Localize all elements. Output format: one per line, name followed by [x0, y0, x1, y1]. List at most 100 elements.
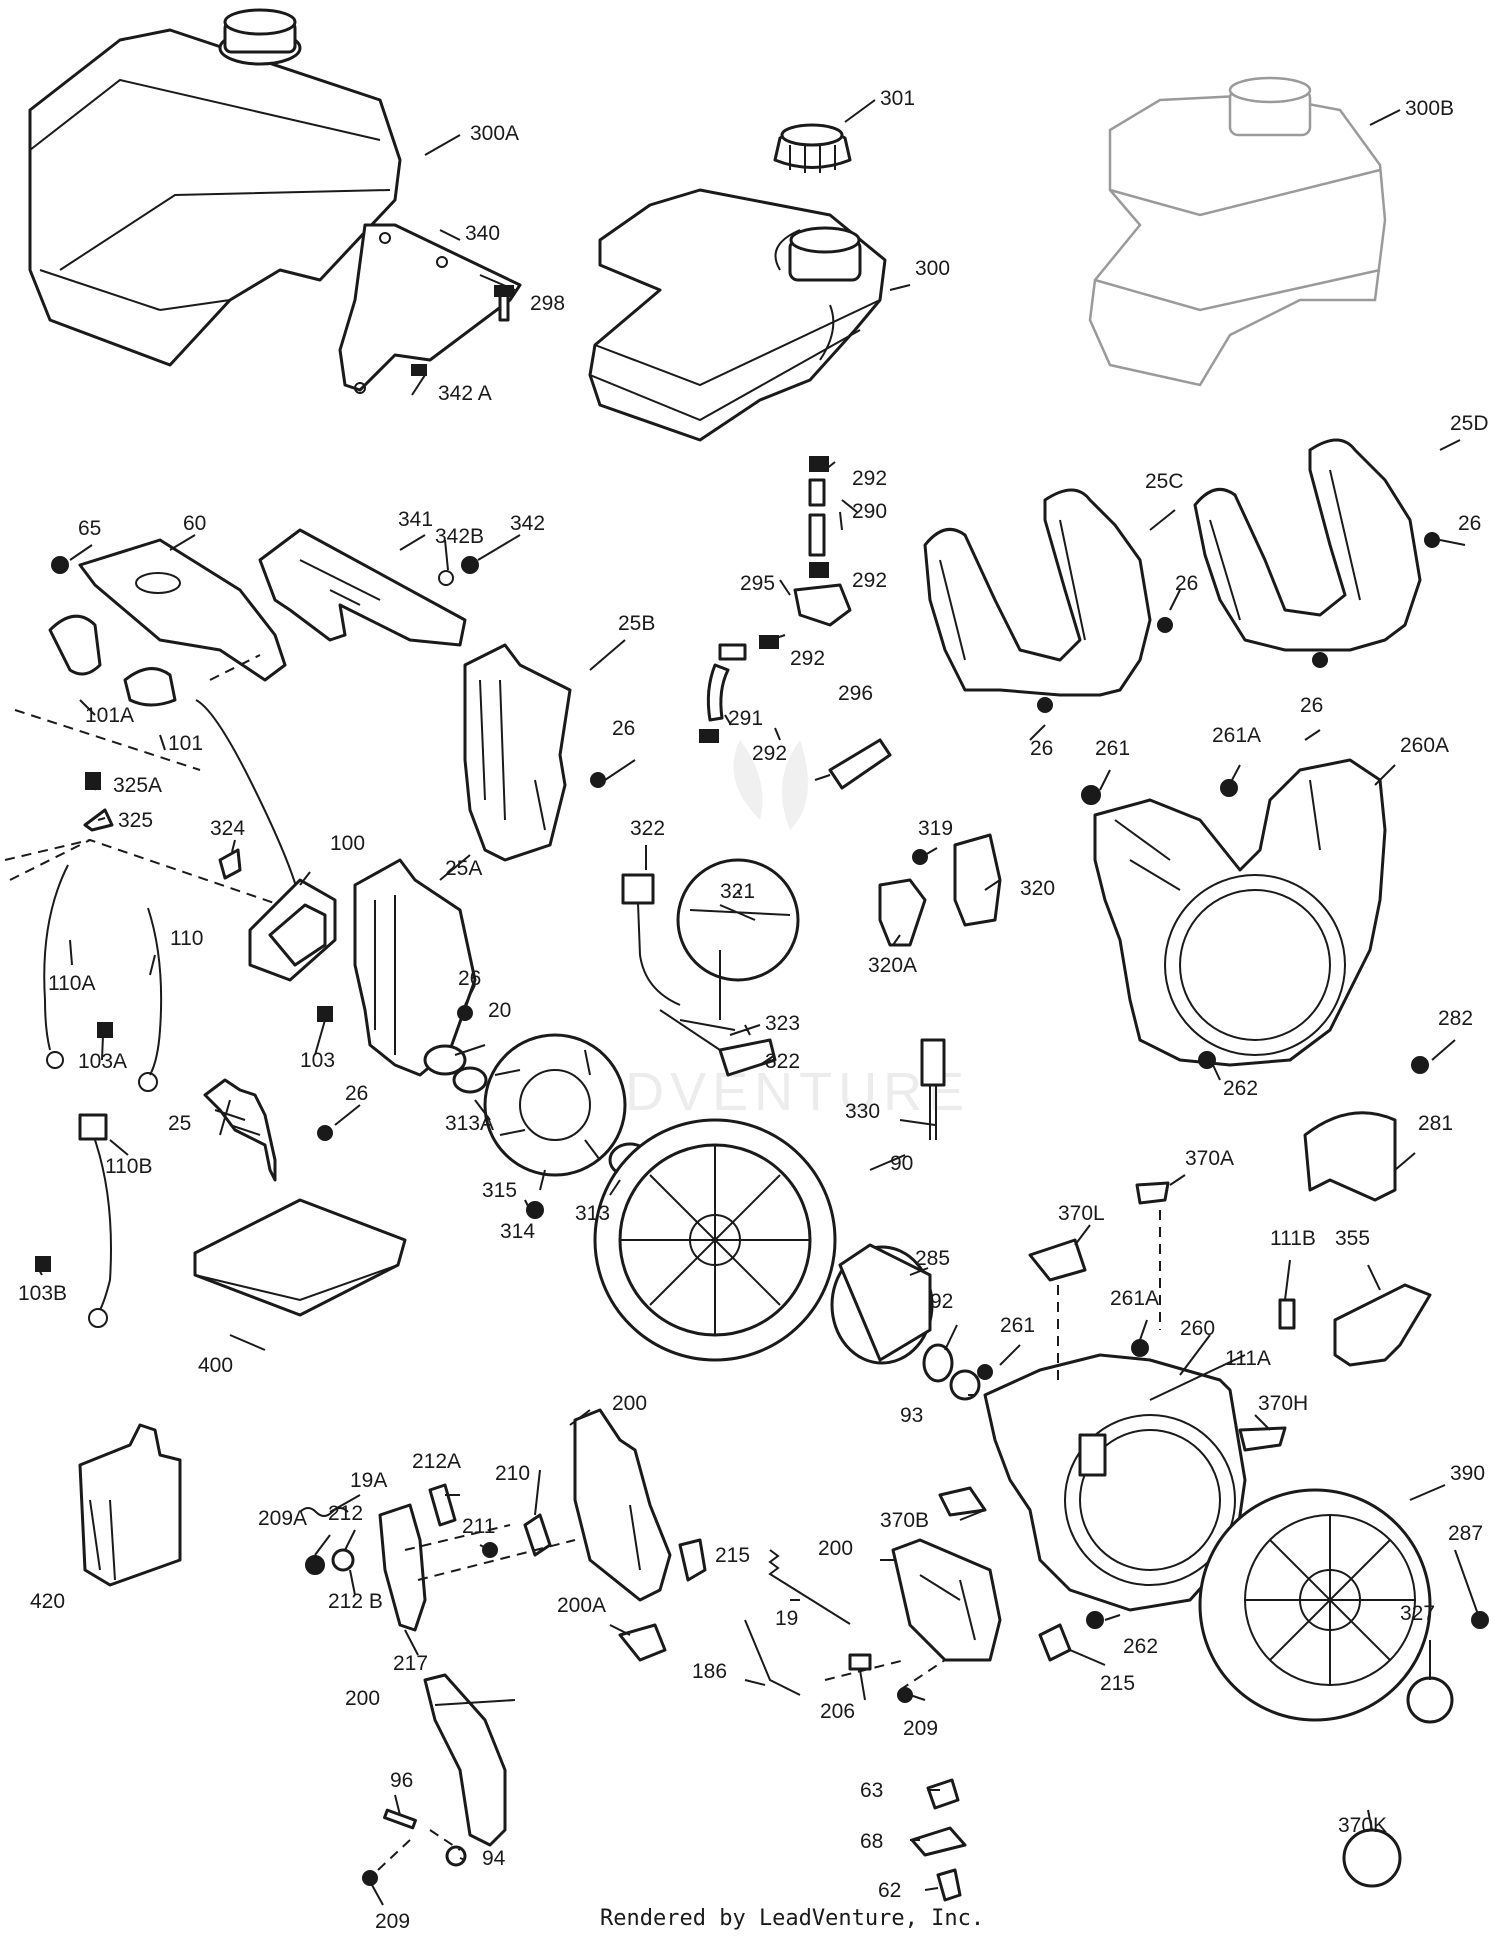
label-103b: 103B — [18, 1282, 67, 1305]
label-296: 296 — [838, 682, 873, 705]
bolt-342 — [461, 556, 479, 574]
shroud-25c — [923, 488, 1152, 697]
label-330: 330 — [845, 1100, 880, 1123]
sensor-330 — [920, 1038, 946, 1140]
label-211: 211 — [462, 1515, 495, 1538]
bolt-261a-2 — [1131, 1339, 1149, 1357]
label-261: 261 — [1095, 737, 1130, 760]
label-370b: 370B — [880, 1509, 929, 1532]
label-25c: 25C — [1145, 470, 1184, 493]
bolt-319 — [912, 849, 928, 865]
oil-bottle-420 — [78, 1423, 182, 1587]
label-300b: 300B — [1405, 97, 1454, 120]
label-262-b: 262 — [1123, 1635, 1158, 1658]
bracket-60 — [78, 538, 287, 682]
label-313a: 313A — [445, 1112, 494, 1135]
label-292-b: 292 — [852, 569, 887, 592]
label-260: 260 — [1180, 1317, 1215, 1340]
link-215-b — [1038, 1623, 1072, 1662]
label-327: 327 — [1400, 1602, 1435, 1625]
label-342: 342 — [510, 512, 545, 535]
label-313: 313 — [575, 1202, 610, 1225]
screw-103b — [35, 1256, 51, 1272]
label-96: 96 — [390, 1769, 413, 1792]
label-209a: 209A — [258, 1507, 307, 1530]
lever-217 — [378, 1503, 427, 1632]
bracket-200a — [618, 1623, 667, 1662]
wire-110b — [78, 1113, 112, 1328]
boot-101a — [48, 614, 102, 676]
screw-26-e — [590, 772, 606, 788]
label-200-b: 200 — [818, 1537, 853, 1560]
lever-210 — [523, 1513, 552, 1557]
label-287: 287 — [1448, 1522, 1483, 1545]
fuel-tank-300 — [588, 188, 887, 442]
starter-cup-285 — [830, 1243, 934, 1365]
label-322-a: 322 — [630, 817, 665, 840]
label-200a: 200A — [557, 1594, 606, 1617]
label-370l — [1028, 1238, 1087, 1282]
label-292-c: 292 — [790, 647, 825, 670]
rod-186 — [744, 1619, 801, 1696]
label-260a: 260A — [1400, 734, 1449, 757]
label-370a: 370A — [1185, 1147, 1234, 1170]
connector-322-bottom — [659, 1009, 777, 1077]
part-68 — [910, 1826, 967, 1857]
label-101: 101 — [168, 732, 203, 755]
label-63: 63 — [860, 1779, 883, 1802]
label-20: 20 — [488, 999, 511, 1022]
washer-212 — [331, 1548, 355, 1572]
label-94: 94 — [482, 1847, 506, 1870]
screw-26-d — [1312, 652, 1328, 668]
label-295: 295 — [740, 572, 775, 595]
label-300: 300 — [915, 257, 950, 280]
label-103a: 103A — [78, 1050, 127, 1073]
label-200-c: 200 — [345, 1687, 380, 1710]
label-301: 301 — [880, 87, 915, 110]
label-110a: 110A — [48, 972, 96, 995]
flywheel-90 — [593, 1118, 837, 1362]
label-103: 103 — [300, 1049, 335, 1072]
label-60: 60 — [183, 512, 206, 535]
label-281: 281 — [1418, 1112, 1453, 1135]
gasket-370k — [1342, 1828, 1402, 1888]
label-111a: 111A — [1225, 1347, 1271, 1370]
part-labels: 300A 301 300B 340 298 300 342 A 25D 292 … — [18, 87, 1489, 1933]
nut-209a — [305, 1555, 325, 1575]
label-25d: 25D — [1450, 412, 1489, 435]
label-206: 206 — [820, 1700, 855, 1723]
leader-lines — [37, 99, 1481, 1906]
label-110b: 110B — [105, 1155, 153, 1178]
manual-400 — [193, 1198, 407, 1317]
label-209-a: 209 — [903, 1717, 938, 1740]
bolt-65 — [51, 556, 69, 574]
label-370h: 370H — [1258, 1392, 1308, 1415]
label-320: 320 — [1020, 877, 1055, 900]
label-291: 291 — [728, 707, 763, 730]
label-315: 315 — [482, 1179, 517, 1202]
label-101a: 101A — [85, 704, 134, 727]
label-212: 212 — [328, 1502, 363, 1525]
fuel-tank-300a — [28, 8, 402, 367]
label-323: 323 — [765, 1012, 800, 1035]
label-25b: 25B — [618, 612, 655, 635]
clip-206 — [848, 1653, 872, 1671]
label-282: 282 — [1438, 1007, 1473, 1030]
bushing-20 — [423, 1044, 467, 1076]
label-420: 420 — [30, 1590, 65, 1613]
fuel-line-291 — [699, 635, 779, 743]
label-26-c: 26 — [1030, 737, 1053, 760]
label-341: 341 — [398, 508, 433, 531]
bracket-341 — [258, 528, 467, 647]
shroud-25d — [1193, 438, 1422, 652]
label-200-a: 200 — [612, 1392, 647, 1415]
label-300a: 300A — [470, 122, 519, 145]
fuel-line-290 — [793, 456, 852, 627]
label-25: 25 — [168, 1112, 191, 1135]
label-370a — [1135, 1181, 1170, 1205]
label-322-b: 322 — [765, 1050, 800, 1073]
label-92: 92 — [930, 1290, 953, 1313]
screw-325a — [85, 772, 101, 790]
label-285: 285 — [915, 1247, 950, 1270]
